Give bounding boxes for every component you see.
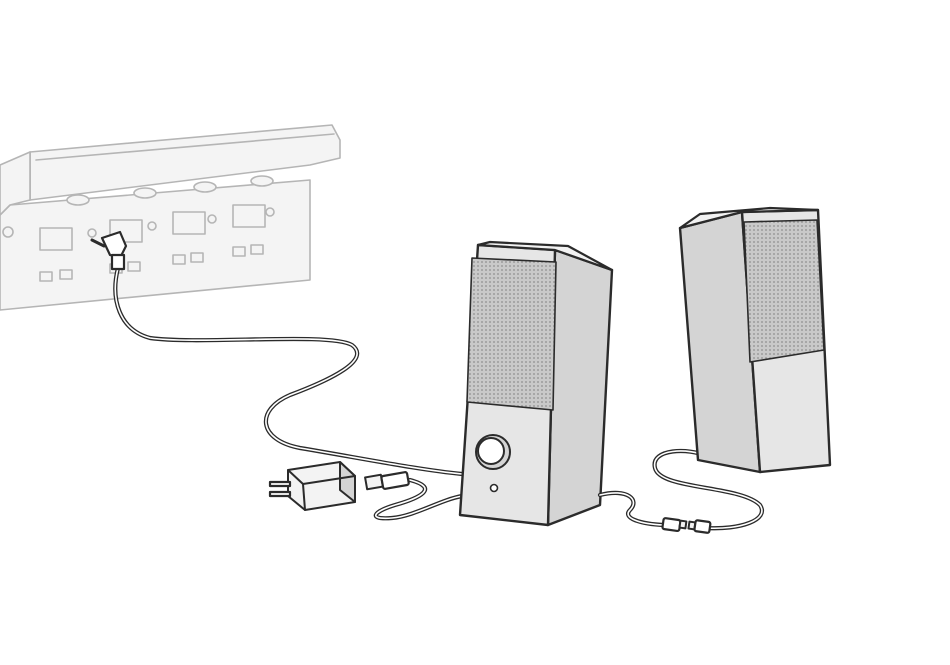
panel-screw <box>2 226 14 238</box>
right-speaker-grille <box>743 219 825 363</box>
audio-jack-plug <box>90 230 128 271</box>
computer-rear-panel <box>0 124 341 311</box>
panel-port-3 <box>172 211 206 235</box>
panel-small-port-2 <box>59 269 73 280</box>
panel-knob-4 <box>250 175 274 187</box>
panel-port-4 <box>232 204 266 228</box>
volume-knob-cap <box>477 437 505 465</box>
left-speaker-top <box>476 240 614 272</box>
audio-cable <box>113 265 465 477</box>
panel-small-port-4 <box>127 261 141 272</box>
panel-hole-3 <box>207 214 217 224</box>
panel-knob-1 <box>66 194 90 206</box>
left-speaker-side <box>546 248 614 527</box>
right-speaker <box>678 206 832 474</box>
panel-small-port-5 <box>172 254 186 265</box>
usb-connector <box>364 471 465 521</box>
cable-connector-pair <box>661 517 712 534</box>
connector-plug-right <box>693 519 712 534</box>
panel-hole-1 <box>87 228 97 238</box>
left-speaker <box>458 240 614 527</box>
panel-hole-4 <box>265 207 275 217</box>
panel-small-port-6 <box>190 252 204 263</box>
panel-knob-2 <box>133 187 157 199</box>
panel-small-port-8 <box>250 244 264 255</box>
usb-plug-body <box>380 471 410 490</box>
left-speaker-grille <box>466 257 557 411</box>
connector-plug-left <box>661 517 682 533</box>
power-adapter <box>268 461 356 511</box>
panel-port-1 <box>39 227 73 251</box>
adapter-prong-2 <box>268 490 292 498</box>
usb-cable-inner <box>375 479 463 520</box>
panel-left-side <box>0 151 31 216</box>
panel-small-port-1 <box>39 271 53 282</box>
panel-hole-2 <box>147 221 157 231</box>
panel-knob-3 <box>193 181 217 193</box>
jack-plug-head <box>100 230 128 260</box>
right-speaker-top <box>678 206 820 230</box>
speaker-link-cable-inner <box>599 492 665 526</box>
adapter-prong-1 <box>268 480 292 488</box>
right-speaker-cable-inner <box>654 450 763 530</box>
connector-plug-left-tip <box>678 519 688 530</box>
jack-plug-boot <box>110 253 126 271</box>
usb-plug-metal <box>364 473 384 491</box>
power-led <box>489 483 499 493</box>
audio-cable-inner <box>114 267 463 475</box>
adapter-body-side <box>339 461 356 503</box>
panel-small-port-7 <box>232 246 246 257</box>
adapter-body-top <box>287 469 356 511</box>
jack-plug-tip <box>90 238 106 248</box>
